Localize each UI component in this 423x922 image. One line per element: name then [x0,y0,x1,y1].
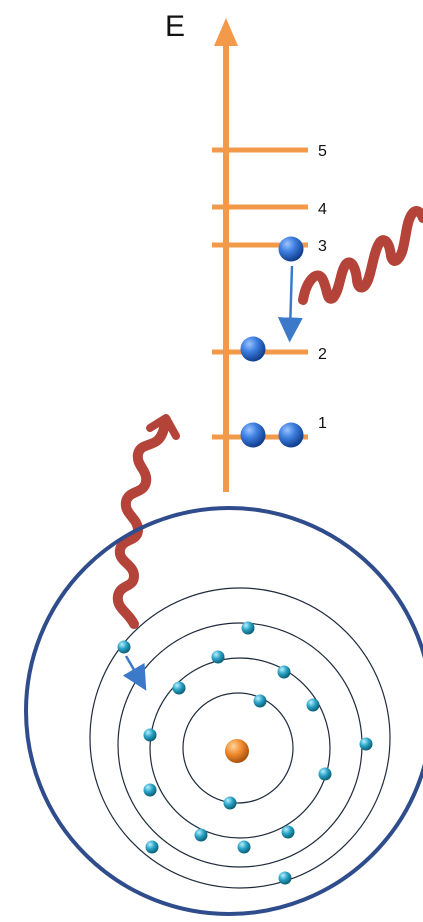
energy-level-label-5: 5 [318,143,327,160]
energy-level-label-1: 1 [318,415,327,432]
orbit-electron [117,640,131,654]
energy-axis: E [165,10,238,492]
energy-axis-arrowhead [214,18,238,46]
orbit-electron [318,767,332,781]
orbit-electron [278,871,292,885]
orbit-electron [143,728,157,742]
electron-level-3 [278,236,304,262]
orbit-shell-1 [182,692,294,804]
atom [24,506,423,916]
energy-level-label-2: 2 [318,346,327,363]
orbit-electron [172,681,186,695]
orbit-electron [359,737,373,751]
nucleus [225,739,249,763]
orbit-electron [223,796,237,810]
emitted-photon-wave [298,206,423,305]
orbit-electron [237,840,251,854]
energy-level-label-3: 3 [318,238,327,255]
orbit-electron [211,650,225,664]
orbit-shell-4 [89,587,391,889]
electron-jump-arrow [122,655,147,691]
electron-level-1-b [278,422,304,448]
atom-outer-boundary [24,506,423,916]
orbit-electron [281,825,295,839]
energy-level-labels: 5 4 3 2 1 [318,143,327,432]
level-electrons [240,236,304,448]
orbit-electron [306,698,320,712]
orbit-electron [194,828,208,842]
energy-level-label-4: 4 [318,201,327,218]
transition-arrow [277,265,303,343]
orbit-shell-2 [149,657,331,839]
electron-level-1-a [240,422,266,448]
orbit-electron [145,840,159,854]
electron-level-2 [240,336,266,362]
orbit-electron [241,621,255,635]
orbit-electrons [117,621,373,885]
orbit-electron [253,694,267,708]
absorbed-photon-wave [112,414,180,629]
energy-axis-label: E [165,10,185,43]
orbit-electron [277,665,291,679]
orbit-electron [143,783,157,797]
